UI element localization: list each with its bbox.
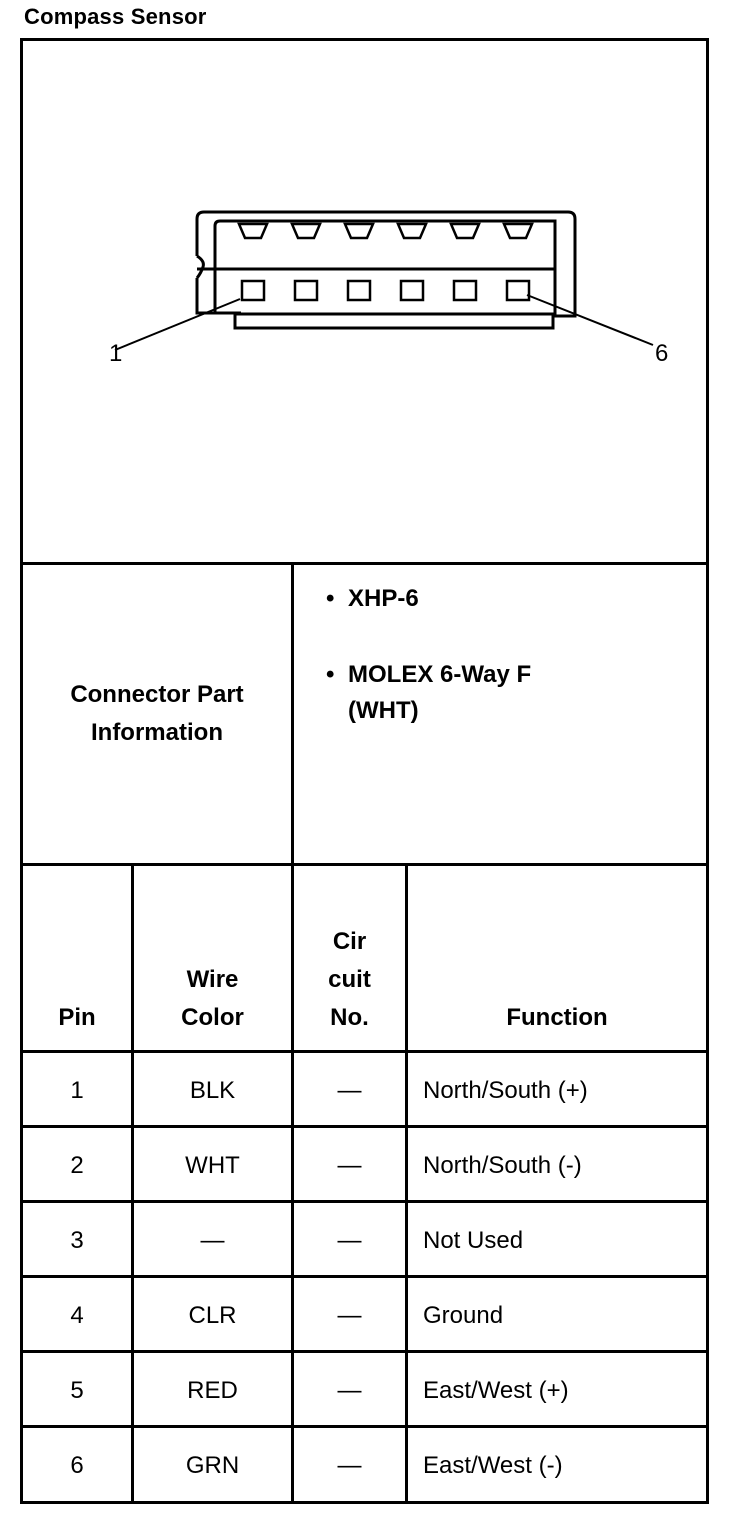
list-item: • MOLEX 6-Way F (WHT) — [308, 657, 698, 729]
bullet: • — [326, 661, 335, 688]
part-description: MOLEX 6-Way F (WHT) — [308, 657, 578, 729]
pin-cell: 4 — [70, 1302, 84, 1329]
pin-cell: 2 — [70, 1152, 84, 1179]
terminal-notch — [237, 222, 269, 240]
divider — [23, 1275, 706, 1278]
connector-table-frame: 1 6 Connector Part Information • XHP-6 •… — [20, 38, 709, 1504]
function-cell: East/West (-) — [423, 1452, 563, 1479]
label-line: Information — [90, 719, 223, 746]
circuit-cell: — — [337, 1377, 362, 1404]
wire-color-cell: WHT — [185, 1152, 240, 1179]
pin-cell: 5 — [70, 1377, 84, 1404]
pin-cavity — [240, 279, 266, 302]
page-title: Compass Sensor — [24, 4, 207, 29]
pin-cavity — [399, 279, 425, 302]
divider — [23, 1350, 706, 1353]
terminal-notch — [502, 222, 534, 240]
divider — [23, 863, 706, 866]
terminal-notch — [396, 222, 428, 240]
pin-cavity — [293, 279, 319, 302]
terminal-notch — [343, 222, 375, 240]
pin-1-callout: 1 — [109, 340, 122, 367]
header-line: No. — [330, 1004, 369, 1031]
header-line: cuit — [328, 966, 371, 993]
pin-cell: 6 — [70, 1452, 84, 1479]
part-description-text: MOLEX 6-Way F (WHT) — [348, 661, 532, 724]
wire-color-cell: CLR — [188, 1302, 237, 1329]
divider — [291, 565, 294, 863]
wire-color-cell: BLK — [189, 1077, 236, 1104]
connector-diagram: 1 6 — [23, 41, 706, 562]
bullet: • — [326, 585, 335, 612]
function-cell: Not Used — [423, 1227, 524, 1254]
divider — [23, 1125, 706, 1128]
part-number: XHP-6 — [348, 585, 419, 612]
pin-cavity — [505, 279, 531, 302]
circuit-cell: — — [337, 1227, 362, 1254]
header-circuit-no: Cir cuit No. — [294, 923, 405, 1037]
header-line: Color — [181, 1004, 244, 1031]
header-function: Function — [506, 1004, 608, 1031]
header-pin: Pin — [58, 1004, 96, 1031]
function-cell: East/West (+) — [423, 1377, 569, 1404]
function-cell: Ground — [423, 1302, 504, 1329]
wire-color-cell: GRN — [185, 1452, 240, 1479]
circuit-cell: — — [337, 1152, 362, 1179]
connector-part-info-label: Connector Part Information — [23, 565, 291, 863]
pin-cavity — [346, 279, 372, 302]
label-line: Connector Part — [70, 681, 244, 708]
pin-6-callout: 6 — [655, 340, 668, 367]
terminal-notch — [449, 222, 481, 240]
column-divider — [131, 866, 134, 1501]
header-line: Cir — [332, 928, 367, 955]
divider — [23, 562, 706, 565]
circuit-cell: — — [337, 1077, 362, 1104]
connector-part-info-list: • XHP-6 • MOLEX 6-Way F (WHT) — [308, 581, 698, 769]
wire-color-cell: — — [200, 1227, 225, 1254]
circuit-cell: — — [337, 1452, 362, 1479]
divider — [23, 1425, 706, 1428]
header-line: Wire — [186, 966, 239, 993]
circuit-cell: — — [337, 1302, 362, 1329]
list-item: • XHP-6 — [308, 581, 698, 617]
pin-cavity — [452, 279, 478, 302]
wire-color-cell: RED — [187, 1377, 238, 1404]
pin-cell: 3 — [70, 1227, 84, 1254]
header-wire-color: Wire Color — [134, 961, 291, 1037]
divider — [23, 1200, 706, 1203]
connector-face-illustration: 1 6 — [109, 210, 668, 367]
column-divider — [405, 866, 408, 1501]
function-cell: North/South (-) — [423, 1152, 582, 1179]
column-divider — [291, 866, 294, 1501]
terminal-notch — [290, 222, 322, 240]
divider — [23, 1050, 706, 1053]
pin-cell: 1 — [70, 1077, 84, 1104]
function-cell: North/South (+) — [423, 1077, 588, 1104]
